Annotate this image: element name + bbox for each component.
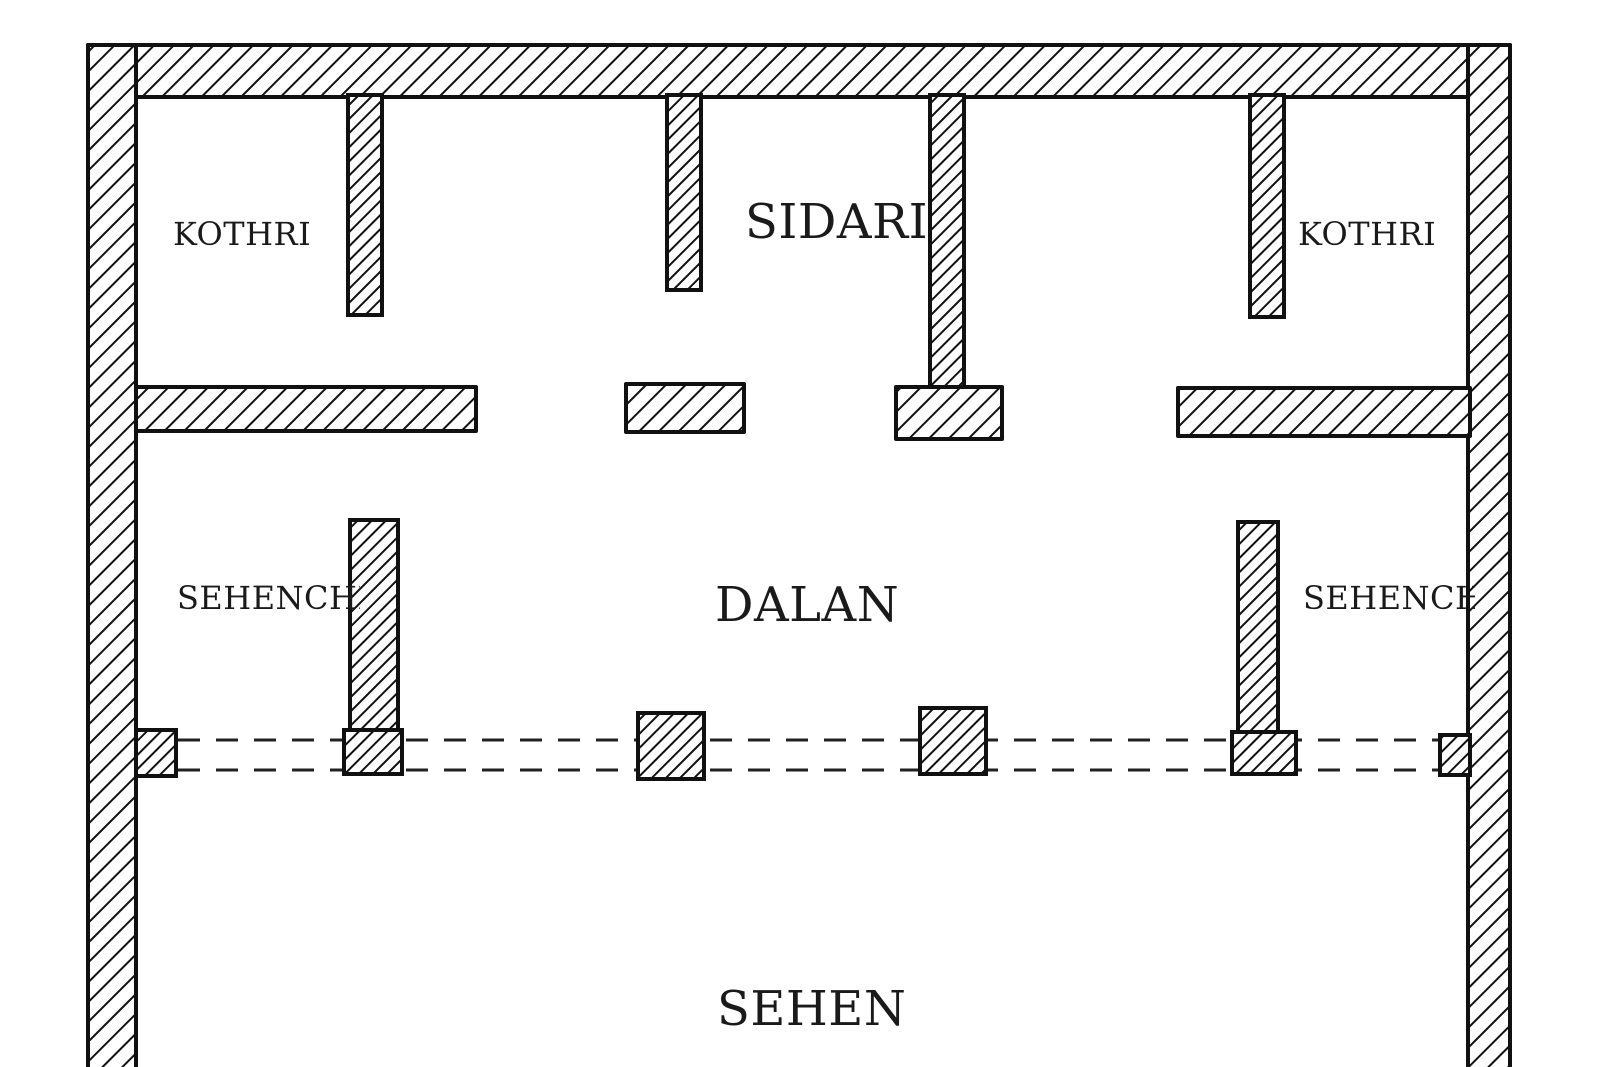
left-wall: [86, 43, 138, 1067]
outer-walls: [86, 43, 1512, 1067]
top-wall: [86, 43, 1512, 99]
pillar-5: [1230, 730, 1298, 776]
sehenchi-partitions: [348, 518, 1280, 774]
right-wall: [1466, 43, 1512, 1067]
pillar-4: [918, 706, 988, 776]
partition-wall-1: [346, 93, 384, 317]
partition-wall-4: [1248, 93, 1286, 319]
label-dalan: DALAN: [715, 577, 899, 633]
cross-wall-mid-right: [894, 385, 1004, 441]
sidari-partitions: [346, 93, 1286, 392]
room-labels: KOTHRI SIDARI KOTHRI SEHENCHI DALAN SEHE…: [173, 194, 1497, 1037]
label-sehen: SEHEN: [717, 981, 906, 1037]
pillar-3: [636, 711, 706, 781]
pillar-2: [342, 728, 404, 776]
pillar-6: [1438, 733, 1472, 777]
pillar-1: [134, 728, 178, 778]
threshold-pillars: [134, 706, 1472, 781]
cross-walls: [134, 382, 1472, 441]
partition-wall-3: [928, 93, 966, 392]
cross-wall-mid-left: [624, 382, 746, 434]
cross-wall-right: [1176, 386, 1472, 438]
label-sehenchi-right: SEHENCHI: [1303, 579, 1497, 617]
label-sehenchi-left: SEHENCHI: [177, 579, 371, 617]
cross-wall-left: [134, 385, 478, 433]
label-kothri-right: KOTHRI: [1298, 215, 1436, 253]
label-sidari: SIDARI: [745, 194, 928, 250]
partition-wall-2: [665, 93, 703, 292]
label-kothri-left: KOTHRI: [173, 215, 311, 253]
